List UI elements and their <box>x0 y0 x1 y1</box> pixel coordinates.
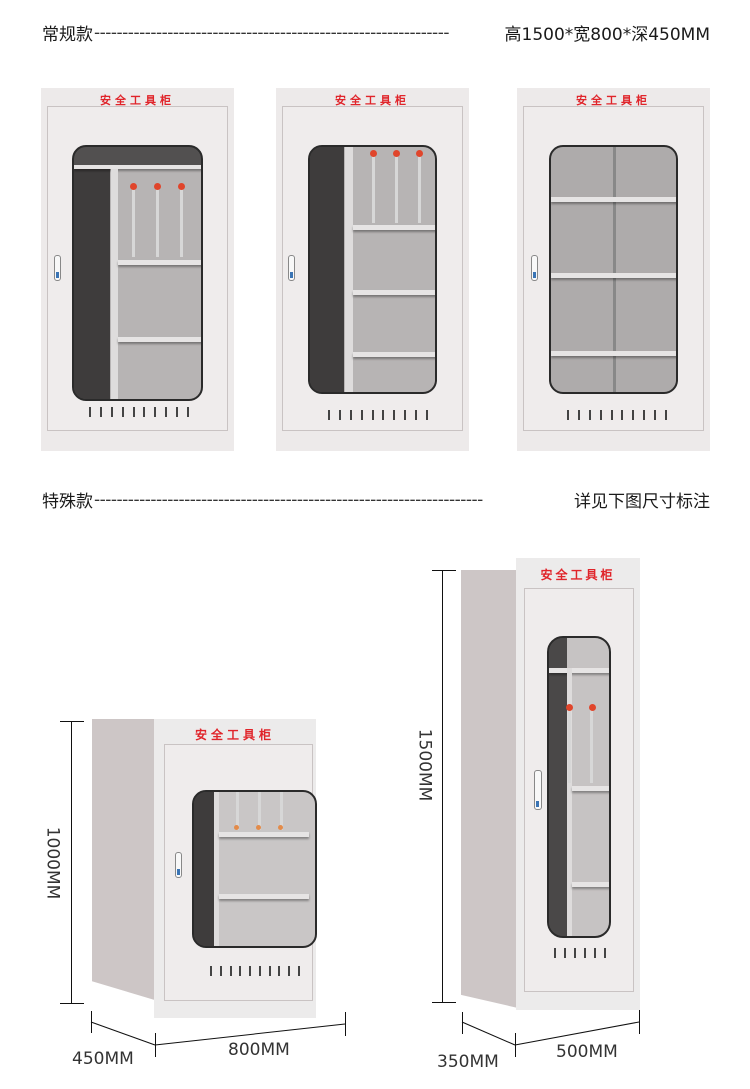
section-header-regular: 常规款 ------------------------------------… <box>42 20 711 46</box>
door-handle-icon <box>54 255 61 281</box>
cabinet-image-regular-2: 安全工具柜 <box>276 88 469 451</box>
section-spec: 详见下图尺寸标注 <box>574 492 710 512</box>
dimension-tick <box>515 1033 516 1057</box>
dimension-tick <box>345 1012 346 1036</box>
door-handle-icon <box>531 255 538 281</box>
height-dimension-line <box>71 721 72 1003</box>
dimension-tick <box>91 1011 92 1033</box>
cabinet-image-special-short: 安全工具柜 <box>92 719 317 1019</box>
glass-window <box>72 145 203 401</box>
width-label-short: 800MM <box>228 1040 290 1060</box>
depth-label-short: 450MM <box>72 1049 134 1069</box>
dimension-tick <box>432 570 456 571</box>
door-handle-icon <box>288 255 295 281</box>
dimension-tick <box>432 1002 456 1003</box>
cabinet-label: 安全工具柜 <box>576 94 651 107</box>
dimension-tick <box>639 1010 640 1034</box>
dimension-tick <box>155 1033 156 1057</box>
vent-slots <box>328 410 428 420</box>
cabinet-label: 安全工具柜 <box>194 728 275 742</box>
cabinet-image-regular-3: 安全工具柜 <box>517 88 710 451</box>
dimension-tick <box>462 1012 463 1034</box>
glass-window <box>192 790 317 948</box>
dimension-tick <box>60 721 84 722</box>
cabinet-label: 安全工具柜 <box>540 568 616 582</box>
depth-label-tall: 350MM <box>437 1052 499 1072</box>
glass-window <box>308 145 437 394</box>
door-handle-icon <box>534 770 542 810</box>
height-label-tall: 1500MM <box>414 728 435 802</box>
cabinet-image-special-tall: 安全工具柜 <box>461 558 640 1010</box>
cabinet-label: 安全工具柜 <box>100 94 175 107</box>
vent-slots <box>210 966 300 976</box>
section-label: 特殊款 <box>42 492 93 512</box>
vent-slots <box>89 407 189 417</box>
dimension-tick <box>60 1003 84 1004</box>
dashed-separator: ----------------------------------------… <box>94 22 449 43</box>
cabinet-label: 安全工具柜 <box>335 94 410 107</box>
width-label-tall: 500MM <box>556 1042 618 1062</box>
glass-window <box>549 145 678 394</box>
section-spec: 高1500*宽800*深450MM <box>504 25 711 45</box>
dashed-separator: ----------------------------------------… <box>94 489 483 510</box>
height-label-short: 1000MM <box>42 826 63 900</box>
vent-slots <box>554 948 606 958</box>
section-header-special: 特殊款 ------------------------------------… <box>42 487 710 513</box>
vent-slots <box>567 410 667 420</box>
cabinet-image-regular-1: 安全工具柜 <box>41 88 234 451</box>
section-label: 常规款 <box>42 25 93 45</box>
height-dimension-line <box>442 570 443 1002</box>
door-handle-icon <box>175 852 182 878</box>
glass-window <box>547 636 611 938</box>
